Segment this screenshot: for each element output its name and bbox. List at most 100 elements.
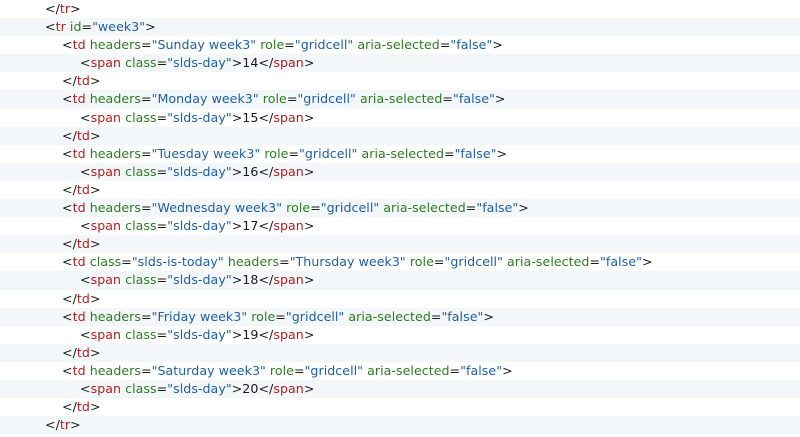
- attr-equals: =: [288, 145, 300, 161]
- attr-name: aria-selected: [348, 308, 431, 324]
- code-line: <td headers="Tuesday week3" role="gridce…: [0, 145, 800, 163]
- code-line: <td headers="Saturday week3" role="gridc…: [0, 362, 800, 380]
- attr-equals: =: [286, 91, 298, 107]
- attr-name: aria-selected: [383, 200, 466, 216]
- attr-equals: =: [156, 109, 168, 125]
- text-content: 20: [242, 380, 259, 396]
- attr-value: "Sunday week3": [151, 37, 257, 53]
- attr-value: "Tuesday week3": [151, 145, 261, 161]
- tag-bracket: </: [258, 109, 274, 125]
- tag-bracket: >: [89, 73, 101, 89]
- code-line-content: <span class="slds-day">16</span>: [80, 163, 314, 181]
- tag-bracket: </: [258, 218, 274, 234]
- tag-bracket: >: [231, 218, 243, 234]
- tag-bracket: >: [502, 362, 513, 378]
- tag-bracket: >: [89, 236, 101, 252]
- tag-bracket: </: [62, 127, 77, 143]
- tag-bracket: <: [80, 218, 91, 234]
- tag-name: span: [90, 109, 122, 125]
- code-line-content: <td headers="Wednesday week3" role="grid…: [62, 199, 529, 217]
- code-line-content: <td headers="Monday week3" role="gridcel…: [62, 90, 506, 108]
- tag-name: span: [273, 163, 304, 179]
- tag-bracket: </: [258, 326, 274, 342]
- code-line: <td headers="Friday week3" role="gridcel…: [0, 307, 800, 326]
- code-line-content: <td headers="Sunday week3" role="gridcel…: [62, 36, 503, 54]
- tag-bracket: >: [303, 380, 315, 396]
- code-line: <tr id="week3">: [0, 18, 800, 37]
- tag-name: td: [76, 290, 90, 306]
- tag-name: span: [273, 55, 304, 71]
- tag-bracket: <: [80, 380, 91, 396]
- attr-value: "gridcell": [285, 308, 345, 324]
- tag-name: td: [76, 73, 90, 89]
- tag-bracket: >: [303, 326, 315, 342]
- attr-value: "gridcell": [294, 37, 354, 53]
- text-content: 18: [242, 272, 259, 288]
- attr-name: aria-selected: [367, 362, 450, 378]
- attr-equals: =: [156, 326, 168, 342]
- attr-name: class: [125, 326, 157, 342]
- tag-name: span: [273, 218, 304, 234]
- tag-bracket: >: [494, 91, 506, 107]
- attr-name: headers: [89, 200, 141, 216]
- tag-bracket: >: [145, 19, 156, 35]
- code-line: </td>: [0, 181, 800, 199]
- tag-name: span: [90, 55, 122, 71]
- attr-name: role: [264, 145, 289, 161]
- code-line-content: <tr id="week3">: [45, 18, 156, 36]
- tag-bracket: >: [303, 272, 315, 288]
- code-line: </td>: [0, 72, 800, 90]
- attr-value: "slds-is-today": [131, 254, 224, 270]
- tag-bracket: </: [62, 73, 77, 89]
- code-line: <td headers="Sunday week3" role="gridcel…: [0, 36, 800, 54]
- code-line: <span class="slds-day">15</span>: [0, 109, 800, 127]
- code-line: </td>: [0, 235, 800, 254]
- attr-value: "false": [600, 254, 642, 270]
- tag-name: span: [90, 163, 122, 179]
- attr-equals: =: [589, 254, 601, 270]
- attr-value: "false": [454, 145, 497, 161]
- code-line: <span class="slds-day">19</span>: [0, 326, 800, 344]
- tag-bracket: >: [641, 254, 653, 270]
- attr-name: role: [286, 200, 311, 216]
- attr-value: "slds-day": [167, 272, 232, 288]
- attr-equals: =: [443, 145, 455, 161]
- attr-equals: =: [433, 254, 445, 270]
- code-line-content: <span class="slds-day">19</span>: [80, 326, 314, 344]
- attr-name: headers: [89, 91, 141, 107]
- tag-name: td: [72, 37, 86, 53]
- attr-value: "false": [453, 91, 495, 107]
- code-line-content: <td headers="Tuesday week3" role="gridce…: [62, 145, 507, 163]
- attr-name: class: [125, 380, 157, 396]
- attr-name: class: [125, 218, 157, 234]
- attr-name: role: [262, 91, 287, 107]
- code-line: </tr>: [0, 0, 800, 18]
- tag-name: td: [72, 145, 86, 161]
- attr-name: aria-selected: [507, 254, 590, 270]
- attr-equals: =: [141, 200, 152, 216]
- tag-bracket: </: [258, 272, 274, 288]
- code-line: <span class="slds-day">17</span>: [0, 217, 800, 235]
- attr-value: "gridcell": [320, 200, 380, 216]
- attr-name: aria-selected: [361, 145, 444, 161]
- tag-name: span: [273, 380, 304, 396]
- attr-equals: =: [465, 200, 477, 216]
- code-line: </td>: [0, 126, 800, 145]
- attr-equals: =: [81, 19, 93, 35]
- attr-equals: =: [141, 145, 152, 161]
- tag-bracket: <: [62, 254, 73, 270]
- tag-bracket: </: [62, 181, 77, 197]
- tag-bracket: >: [303, 55, 315, 71]
- attr-name: aria-selected: [357, 37, 440, 53]
- attr-equals: =: [310, 200, 321, 216]
- tag-bracket: </: [62, 236, 77, 252]
- attr-equals: =: [439, 37, 451, 53]
- tag-name: td: [76, 127, 90, 143]
- tag-name: td: [76, 236, 90, 252]
- tag-name: span: [90, 218, 122, 234]
- attr-name: class: [125, 55, 157, 71]
- tag-bracket: >: [303, 218, 315, 234]
- tag-bracket: >: [70, 1, 81, 16]
- text-content: 14: [242, 55, 259, 71]
